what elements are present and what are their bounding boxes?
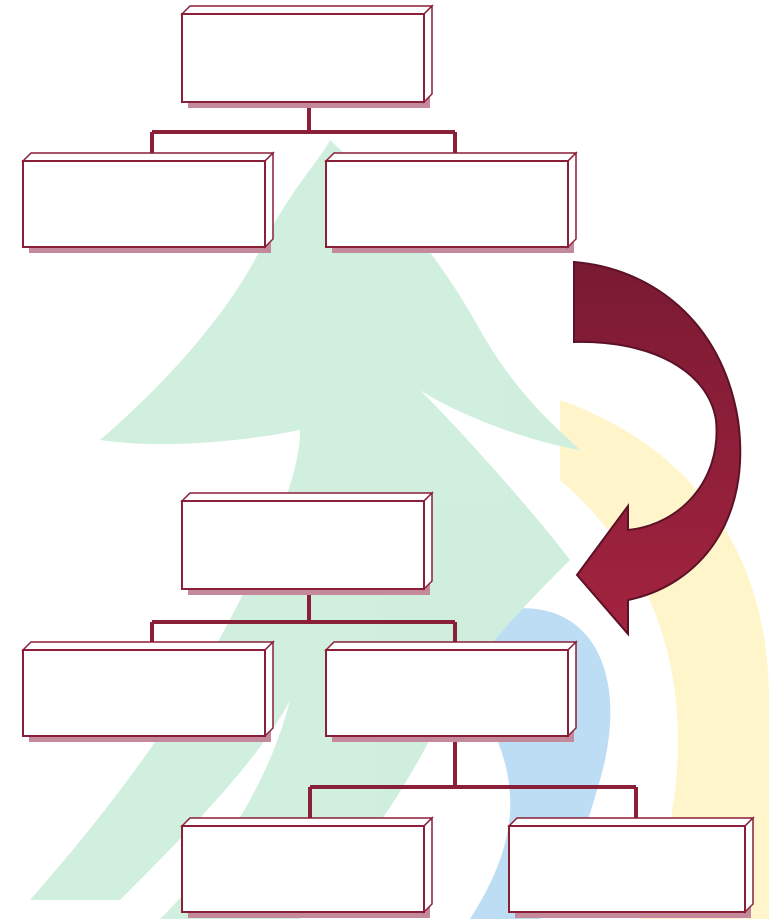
org-box-after-child-right — [326, 642, 576, 742]
org-box-after-child-left — [23, 642, 273, 742]
connectors-before — [152, 102, 455, 160]
org-box-before-root — [182, 6, 432, 108]
org-box-before-child-left — [23, 153, 273, 253]
org-box-after-grandchild-left — [182, 818, 432, 918]
org-box-before-child-right — [326, 153, 576, 253]
org-box-after-root — [182, 493, 432, 595]
org-box-after-grandchild-right — [509, 818, 753, 918]
